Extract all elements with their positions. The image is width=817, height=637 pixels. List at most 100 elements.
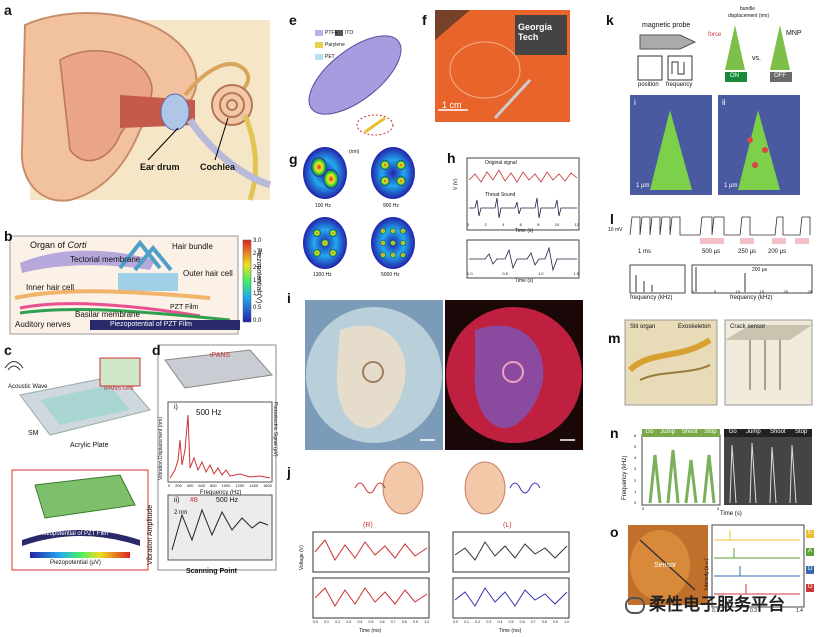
k-probe: magnetic probe: [642, 22, 691, 29]
f-scale: 1 cm: [442, 100, 462, 110]
l-250us: 250 µs: [738, 249, 757, 255]
d-xticks: 0 200 400 600 800 1000 1200 1400 1600: [168, 483, 272, 488]
panel-k: k magnetic probe position frequency bund…: [600, 0, 817, 200]
watermark-text: 柔性电子服务平台: [649, 595, 785, 615]
d-xtick: 200: [175, 483, 182, 488]
k-on: ON: [730, 73, 739, 79]
ear-anatomy-illustration: [20, 12, 272, 202]
d-xtick: 400: [186, 483, 194, 488]
n-ylabel: Frequency (kHz): [622, 455, 628, 500]
o-xtick: 0.3: [750, 608, 757, 614]
l-xtick: 0: [692, 289, 695, 294]
acoustic-wave-label: Acoustic Wave: [8, 384, 48, 390]
panel-b: b Organ of Corti Hair bundle Tectorial m…: [0, 228, 275, 336]
acrylic-label: Acrylic Plate: [70, 442, 109, 449]
d-500hz: 500 Hz: [196, 408, 222, 417]
j-xtick: 0.4: [357, 620, 363, 624]
l-xlabel1: frequency (kHz): [630, 295, 673, 301]
h-xtick: 4: [502, 222, 505, 227]
panel-letter: f: [422, 12, 427, 28]
d-500hz-b: 500 Hz: [216, 497, 239, 504]
d-xlabel: Frequency (Hz): [200, 490, 242, 496]
d-xtick: 1200: [235, 483, 245, 488]
n-ytick: 6: [634, 433, 637, 438]
g-freq-100: 100 Hz: [315, 203, 331, 209]
j-illustration-plots: [312, 461, 570, 619]
panel-letter: o: [610, 524, 619, 540]
d-tag: #8: [190, 497, 198, 504]
d-xtick: 1000: [221, 483, 231, 488]
h-recovered-signal: [469, 246, 577, 272]
l-pulse-train: [629, 216, 811, 236]
h-xtick: 1.5: [573, 271, 579, 276]
panel-m: m Slit organ Exoskeleton Crack sensor: [600, 310, 817, 410]
l-500us: 500 µs: [702, 249, 721, 255]
m-exo: Exoskeleton: [678, 324, 711, 330]
j-xtick: 0.8: [401, 620, 407, 624]
o-legend-g: G: [808, 584, 813, 590]
inner-hair-label: Inner hair cell: [26, 283, 75, 292]
l-10mv: 10 mV: [608, 227, 623, 233]
tectorial-label: Tectorial membrane: [70, 255, 141, 264]
d-ylabel-right: Piezoelectric Signal (µV): [272, 402, 278, 457]
n-word: Go: [728, 429, 737, 435]
g-freq-900: 900 Hz: [383, 203, 399, 209]
o-xtick: 0.1: [712, 608, 719, 614]
j-xtick: 0.7: [390, 620, 396, 624]
j-xtick: 0.7: [530, 620, 536, 624]
panel-letter: e: [289, 12, 297, 28]
o-xtick: 1.4: [796, 608, 803, 614]
panel-l: l 10 mV 1 ms 500 µs 250 µs 200 µs 200 µs…: [600, 205, 817, 305]
c-device-illustration: [4, 357, 151, 571]
i-photos: [305, 300, 583, 450]
panel-letter: a: [4, 2, 12, 18]
d-xtick: 1400: [249, 483, 259, 488]
h-throat-label: Throat Sound: [485, 192, 516, 198]
o-legend-a: A: [808, 548, 813, 554]
d-scan-line: [171, 508, 269, 551]
panel-e: e PTFE ITO Parylene PET: [285, 0, 410, 145]
h-xtick: 6: [519, 222, 522, 227]
j-xtick: 0.6: [379, 620, 385, 624]
l-xtick: 15: [759, 289, 764, 294]
unit-label: iPANS Unit: [104, 386, 134, 392]
panel-letter: d: [152, 342, 161, 358]
h-xticks-1: 0 2 4 6 8 10 12: [467, 222, 579, 227]
j-xtick: 0.1: [324, 620, 329, 624]
d-ylabel-left: Vibration Displacement (nm): [158, 417, 164, 480]
j-xtick: 1.0: [424, 620, 429, 624]
d-plots: [157, 344, 277, 571]
panel-i: i: [285, 290, 585, 455]
k-force: force: [708, 32, 722, 38]
o-sensor: Sensor: [654, 562, 677, 569]
ear-drum-label: Ear drum: [140, 162, 180, 172]
panel-letter: b: [4, 228, 13, 244]
panel-letter: l: [610, 211, 614, 227]
e-disc-illustration: [308, 30, 402, 136]
n-ytick: 2: [634, 477, 637, 483]
o-ylabel: Intensity (a.u.): [704, 558, 710, 590]
n-ytick: 0: [634, 499, 637, 505]
n-ytick: 1: [634, 488, 637, 494]
g-mode-shapes: [303, 147, 415, 269]
colorbar-tick: 3.0: [253, 238, 262, 244]
d-scanning: Scanning Point: [186, 568, 237, 575]
k-displacement: displacement (nm): [728, 13, 770, 19]
j-xtick: 0.3: [486, 620, 492, 624]
d-xtick: 800: [209, 483, 217, 488]
h-xtick: 1.0: [537, 271, 544, 276]
j-xtick: 0.5: [508, 620, 514, 624]
k-scale2: 1 µm: [724, 183, 738, 189]
k-bundle: bundle: [740, 6, 756, 12]
j-xtick: 0.4: [497, 620, 503, 624]
f-photo: [435, 10, 570, 122]
h-throat-signal: [469, 197, 577, 219]
panel-g: g 100 Hz 900 Hz 1300 Hz 5000 Hz (nm): [285, 145, 445, 285]
o-legend-d: D: [808, 566, 813, 572]
legend-parylene: Parylene: [325, 42, 345, 48]
n-word: Jump: [660, 429, 675, 435]
legend-pet: PET: [325, 54, 335, 60]
n-word: Stop: [704, 429, 717, 435]
